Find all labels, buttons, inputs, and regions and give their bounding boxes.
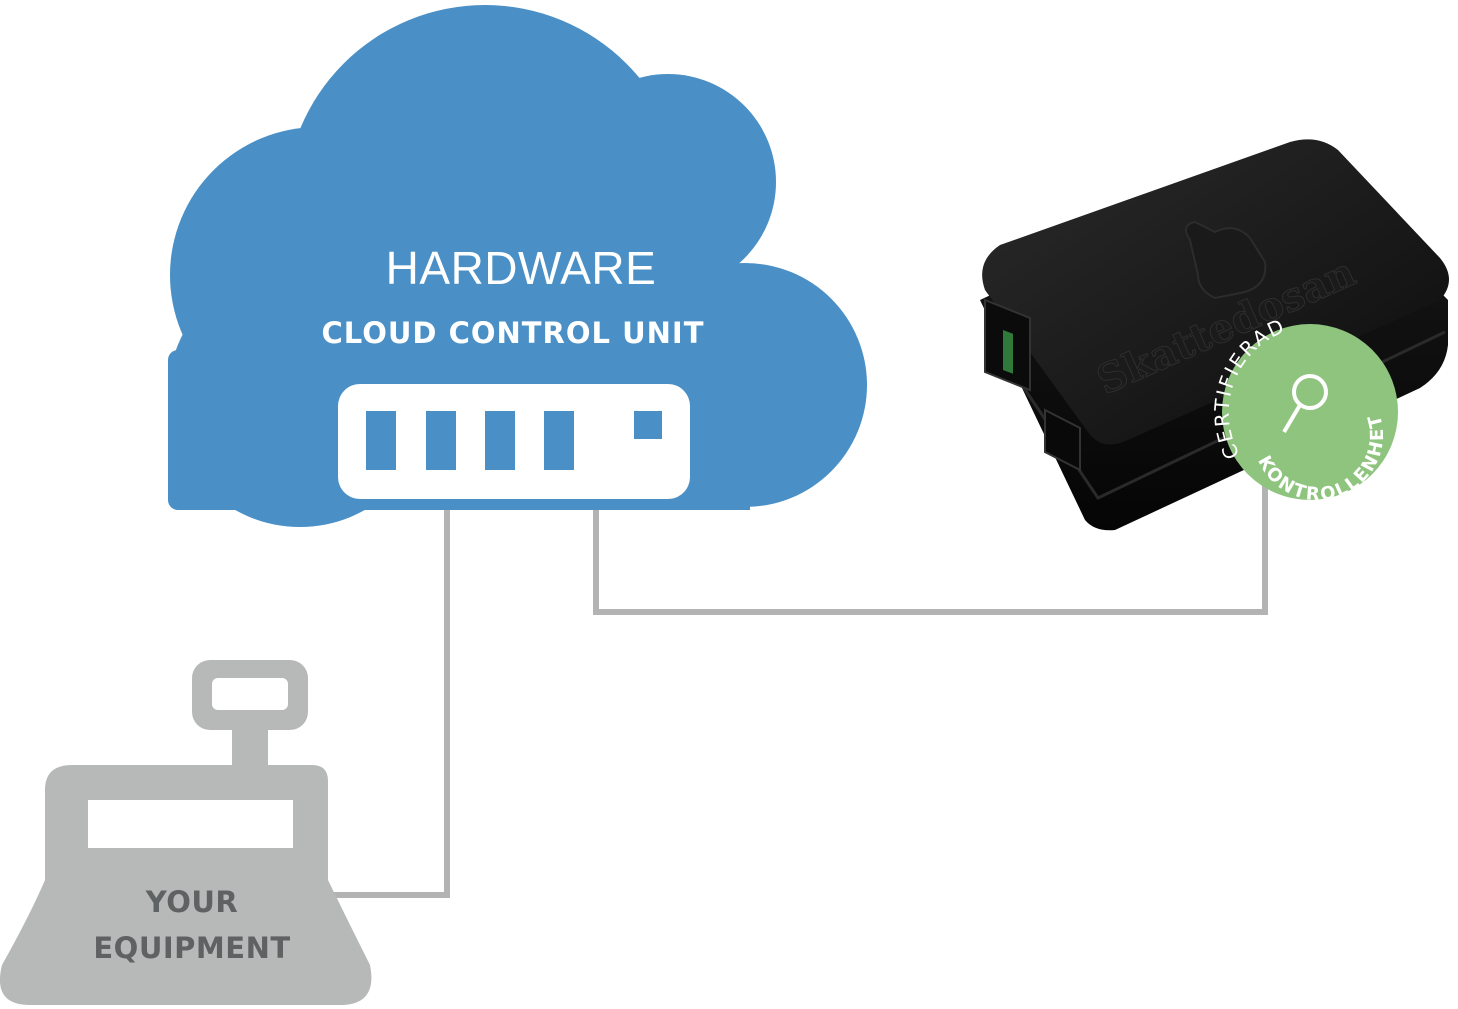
certified-seal [1222, 324, 1398, 500]
equipment-label-line1: YOUR [145, 885, 239, 919]
cash-register-icon [0, 660, 372, 1005]
connector-cloud-to-equipment [330, 505, 450, 898]
network-switch-icon [338, 384, 690, 499]
connector-cloud-to-device [593, 470, 1268, 615]
connector-lines [330, 470, 1268, 898]
cloud-title: HARDWARE [386, 242, 657, 294]
cloud-subtitle: CLOUD CONTROL UNIT [321, 316, 704, 350]
thumbs-up-logo [1185, 220, 1267, 300]
control-unit-device [980, 139, 1449, 531]
equipment-label-line2: EQUIPMENT [93, 931, 290, 965]
